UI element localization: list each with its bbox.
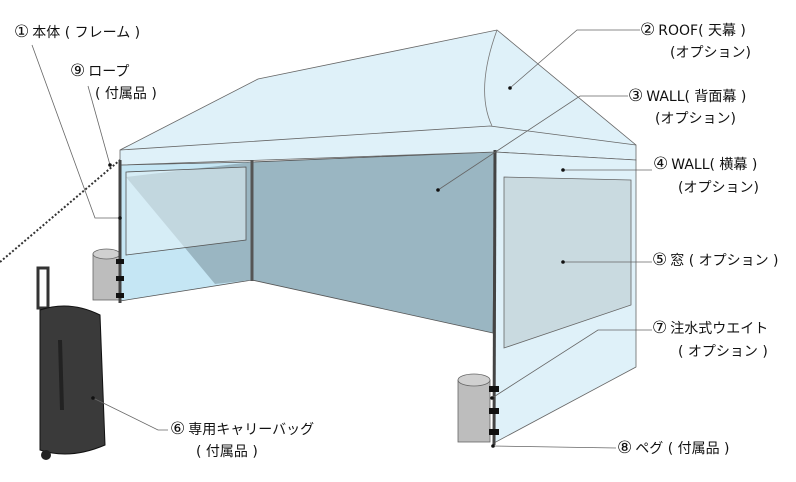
label-weight-sub: ( オプション ) <box>678 344 768 360</box>
label-number: ⑦ <box>652 318 668 338</box>
label-number: ⑨ <box>70 61 86 81</box>
label-text: ROOF( 天幕 ) <box>658 23 746 39</box>
roof-eave <box>119 125 637 151</box>
label-roof-sub: (オプション) <box>670 45 751 61</box>
label-number: ③ <box>628 86 644 106</box>
label-carry-bag-sub: ( 付属品 ) <box>196 444 258 460</box>
label-text: WALL( 横幕 ) <box>671 157 758 173</box>
label-text: 本体 ( フレーム ) <box>32 25 141 41</box>
right-window <box>503 176 632 349</box>
label-text: 専用キャリーバッグ <box>188 422 315 438</box>
carry-bag <box>36 266 106 460</box>
roof <box>119 29 637 166</box>
label-text: ロープ <box>88 64 130 80</box>
label-rope-sub: ( 付属品 ) <box>95 86 157 102</box>
label-number: ① <box>14 22 30 42</box>
label-text: WALL( 背面幕 ) <box>646 89 747 105</box>
label-text: 窓 ( オプション ) <box>670 253 779 269</box>
label-number: ⑤ <box>652 250 668 270</box>
roof-seam <box>484 29 498 127</box>
leader-lines <box>31 29 652 449</box>
label-number: ⑥ <box>170 419 186 439</box>
label-number: ② <box>640 20 656 40</box>
right-weight <box>457 373 491 443</box>
label-side-wall-sub: (オプション) <box>678 180 759 196</box>
rope <box>0 159 121 263</box>
label-back-wall-sub: (オプション) <box>655 111 736 127</box>
label-text: 注水式ウエイト <box>670 321 769 337</box>
label-text: ペグ ( 付属品 ) <box>635 441 730 457</box>
label-number: ④ <box>653 154 669 174</box>
left-weight <box>92 248 121 301</box>
left-window <box>125 166 247 256</box>
frame-pole-front <box>492 149 497 446</box>
label-number: ⑧ <box>617 438 633 458</box>
back-wall <box>251 151 496 334</box>
